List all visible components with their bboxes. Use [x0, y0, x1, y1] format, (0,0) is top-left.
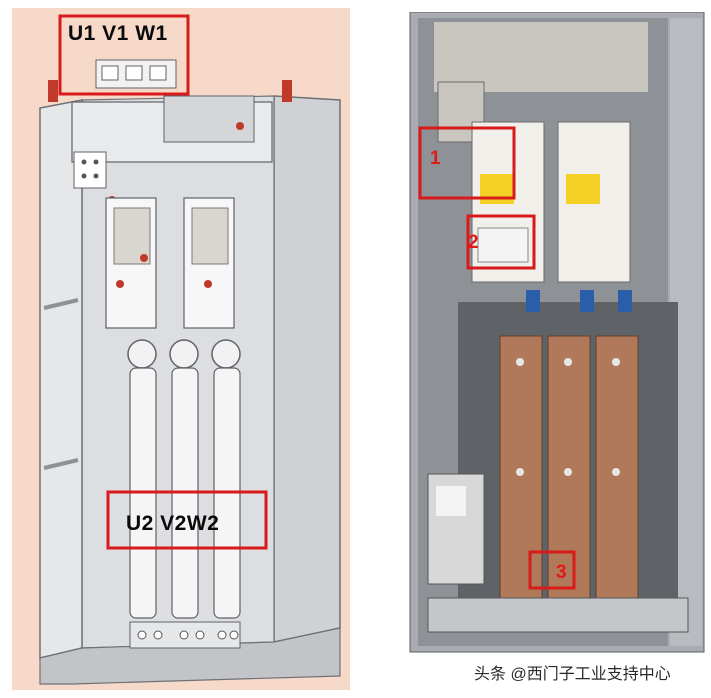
cabinet-diagram-graphic: [39, 14, 341, 685]
highlight-box-1: [418, 126, 516, 200]
cabinet-photo: [408, 12, 706, 662]
marker-3: 3: [556, 562, 567, 583]
input-terminals-highlight-box: [58, 14, 190, 96]
marker-1: 1: [430, 148, 441, 169]
output-terminals-label: U2 V2W2: [126, 512, 220, 535]
marker-2: 2: [468, 232, 479, 253]
highlight-box-2: [466, 214, 536, 270]
cabinet-photo-graphic: [409, 12, 705, 653]
output-terminals-highlight-box: [106, 490, 268, 550]
cabinet-diagram: [12, 8, 350, 690]
input-terminals-label: U1 V1 W1: [68, 22, 168, 45]
watermark-text: 头条 @西门子工业支持中心: [474, 666, 671, 683]
highlight-box-3: [528, 550, 576, 590]
